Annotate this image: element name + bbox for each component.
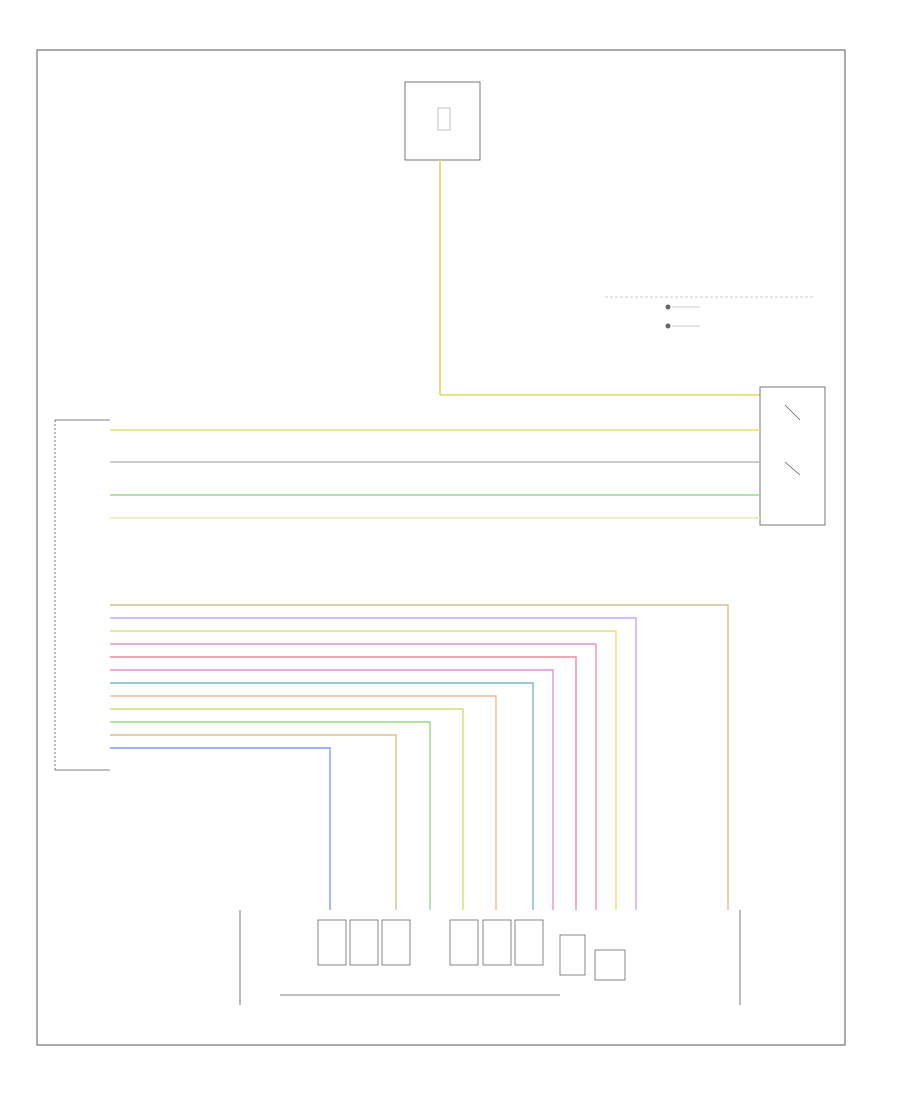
wire-w-lower-6 [110,669,554,910]
cluster-feed-wire [439,160,760,396]
wire-w-lower-3 [110,630,617,910]
top-module [404,81,481,161]
indicator-lamp-icon [665,323,671,329]
tr-sensor-switch [759,386,826,526]
wire-w-lower-11 [110,734,397,910]
indicator-lamp-icon [665,304,671,310]
wire-w-lower-12 [110,747,331,910]
wire-w-lower-10 [110,721,431,910]
wire-w-lower-5 [110,656,577,910]
solenoid-sol-2 [349,919,379,966]
solenoid-sol-4 [449,919,479,966]
solenoid-sol-3 [381,919,411,966]
wire-w-lower-8 [110,695,497,910]
wire-w-lower-1 [110,604,729,910]
solenoid-sol-5 [482,919,512,966]
solenoid-sol-1 [317,919,347,966]
solenoid-sol-6 [514,919,544,966]
powertrain-control-module [54,419,110,771]
wire-w-lower-4 [110,643,597,910]
wire-w-lower-9 [110,708,464,910]
diagram-frame [36,49,846,1046]
instrument-panel-cluster [605,296,815,329]
upper-wire-group [110,429,760,519]
transmission-assembly [239,910,741,1005]
lower-wire-group [110,604,729,910]
wire-w-lower-7 [110,682,534,910]
wire-w-lower-2 [110,617,637,910]
